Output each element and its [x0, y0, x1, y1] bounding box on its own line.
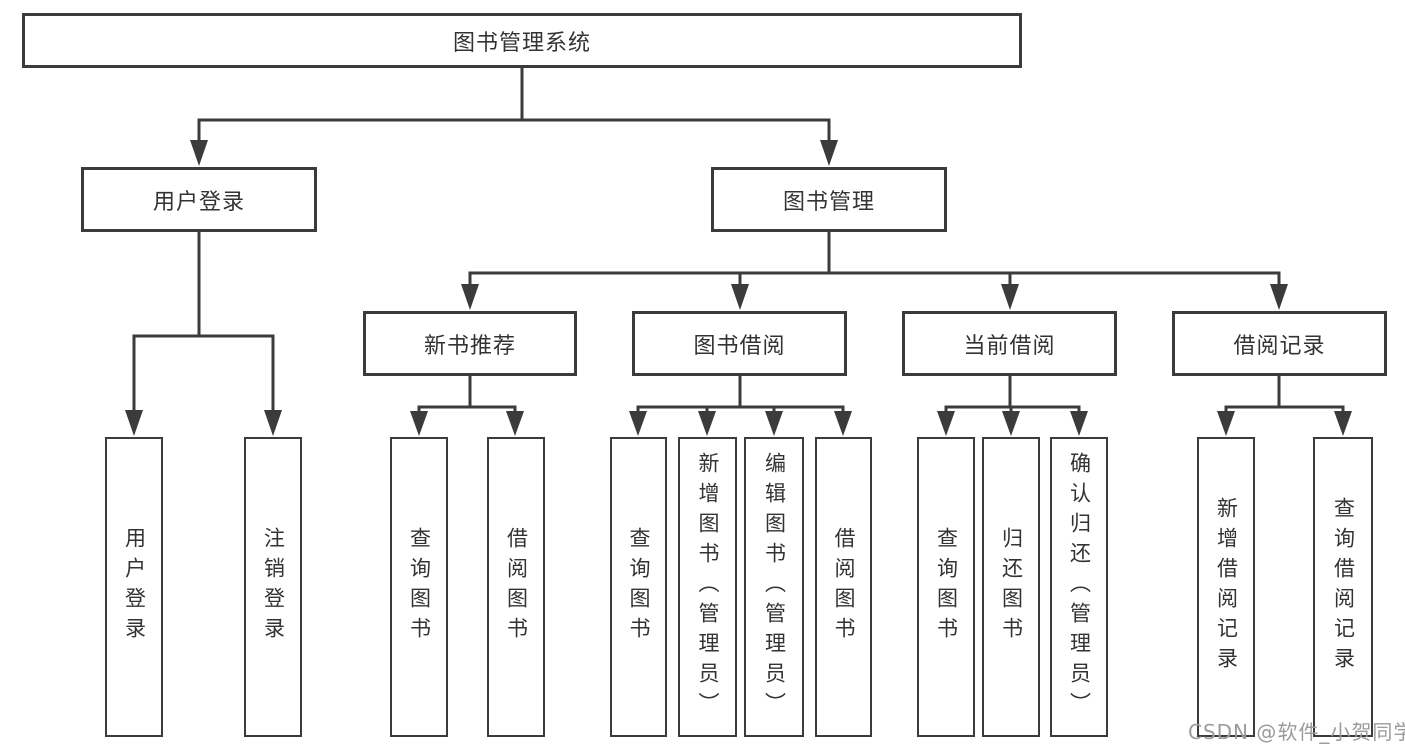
leaf-return-book-label: 归还图书: [999, 527, 1024, 647]
leaf-logout-label: 注销登录: [261, 527, 286, 647]
leaf-query-borrow-record-label: 查询借阅记录: [1331, 497, 1356, 677]
connector-root: [190, 66, 838, 166]
leaf-query-books-current-label: 查询图书: [934, 527, 959, 647]
leaf-return-book: 归还图书: [982, 437, 1040, 737]
connector-book-management: [461, 230, 1288, 310]
watermark: CSDN @软件_小贺同学: [1188, 720, 1405, 744]
leaf-query-books-recommend-label: 查询图书: [407, 527, 432, 647]
connector-new-book-recommend: [410, 374, 524, 436]
node-user-login: 用户登录: [81, 167, 317, 232]
leaf-query-books-recommend: 查询图书: [390, 437, 448, 737]
leaf-confirm-return-admin: 确认归还（管理员）: [1050, 437, 1108, 737]
leaf-logout: 注销登录: [244, 437, 302, 737]
leaf-borrow-books: 借阅图书: [815, 437, 872, 737]
node-new-book-recommend: 新书推荐: [363, 311, 577, 376]
leaf-add-book-admin-label: 新增图书（管理员）: [696, 452, 720, 722]
leaf-query-books-borrow: 查询图书: [610, 437, 667, 737]
leaf-borrow-books-recommend-label: 借阅图书: [504, 527, 529, 647]
connector-book-borrow: [629, 374, 852, 436]
leaf-add-borrow-record-label: 新增借阅记录: [1214, 497, 1239, 677]
connector-current-borrow: [937, 374, 1088, 436]
leaf-add-book-admin: 新增图书（管理员）: [678, 437, 737, 737]
connector-borrow-records: [1217, 374, 1352, 436]
node-book-management: 图书管理: [711, 167, 947, 232]
leaf-query-books-current: 查询图书: [917, 437, 975, 737]
leaf-query-borrow-record: 查询借阅记录: [1313, 437, 1373, 737]
leaf-edit-book-admin-label: 编辑图书（管理员）: [762, 452, 787, 722]
node-root: 图书管理系统: [22, 13, 1022, 68]
leaf-borrow-books-label: 借阅图书: [832, 527, 856, 647]
leaf-user-login: 用户登录: [105, 437, 163, 737]
node-borrow-records: 借阅记录: [1172, 311, 1387, 376]
node-current-borrow: 当前借阅: [902, 311, 1117, 376]
leaf-user-login-label: 用户登录: [122, 527, 147, 647]
leaf-borrow-books-recommend: 借阅图书: [487, 437, 545, 737]
node-book-borrow: 图书借阅: [632, 311, 847, 376]
leaf-query-books-borrow-label: 查询图书: [627, 527, 651, 647]
connector-user-login: [125, 230, 282, 436]
leaf-confirm-return-admin-label: 确认归还（管理员）: [1067, 452, 1092, 722]
leaf-add-borrow-record: 新增借阅记录: [1197, 437, 1255, 737]
leaf-edit-book-admin: 编辑图书（管理员）: [744, 437, 804, 737]
